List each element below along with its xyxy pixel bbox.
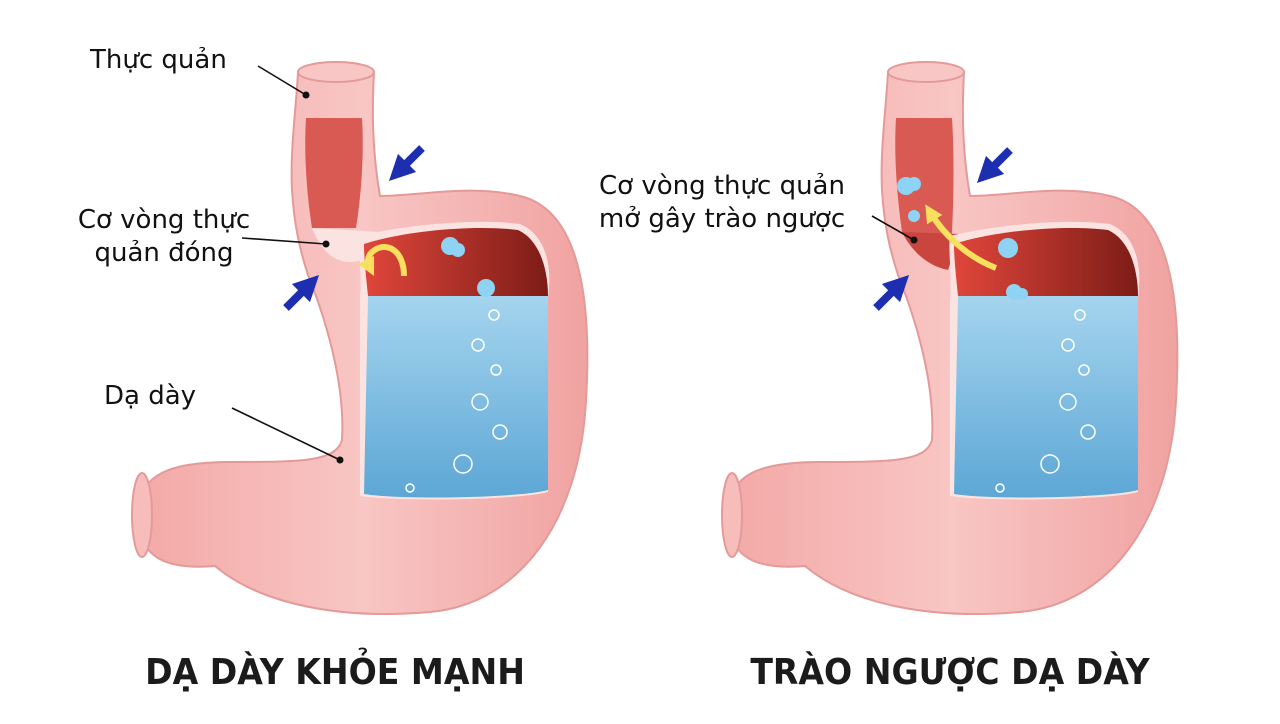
label-sphincter-closed-line1: Cơ vòng thực xyxy=(77,205,251,235)
label-sphincter-open: Cơ vòng thực quản mở gây trào ngược xyxy=(592,170,852,235)
leader-dot xyxy=(322,240,330,248)
pressure-arrow-top xyxy=(976,147,1013,184)
pressure-arrow-bottom xyxy=(873,274,910,311)
reflux-stomach xyxy=(721,61,1179,615)
label-sphincter-open-line2: mở gây trào ngược xyxy=(598,203,846,234)
healthy-stomach xyxy=(131,61,589,615)
healthy-esophagus-lumen xyxy=(305,118,363,228)
leader-sphincter-closed xyxy=(241,237,327,245)
bubble xyxy=(998,238,1018,258)
caption-reflux: TRÀO NGƯỢC DẠ DÀY xyxy=(750,652,1150,693)
leader-sphincter-open xyxy=(871,215,915,241)
bubble xyxy=(995,483,1005,493)
healthy-acid-layer xyxy=(364,227,548,296)
healthy-esophagus-opening xyxy=(297,61,375,83)
label-esophagus: Thực quản xyxy=(90,45,227,75)
bubble xyxy=(453,454,473,474)
reflux-liquid xyxy=(954,296,1138,498)
bubble xyxy=(1080,424,1096,440)
pressure-arrow-bottom xyxy=(283,274,320,311)
leader-dot xyxy=(302,91,310,99)
label-sphincter-closed-line2: quản đóng xyxy=(94,237,234,268)
healthy-duodenum-opening xyxy=(131,472,153,558)
bubble xyxy=(477,279,495,297)
leader-esophagus xyxy=(257,65,307,96)
bubble xyxy=(490,364,502,376)
bubble xyxy=(471,338,485,352)
bubble xyxy=(1061,338,1075,352)
bubble xyxy=(405,483,415,493)
healthy-liquid xyxy=(364,296,548,498)
bubble xyxy=(471,393,489,411)
label-sphincter-open-line1: Cơ vòng thực quản xyxy=(599,171,845,201)
caption-healthy: DẠ DÀY KHỎE MẠNH xyxy=(145,652,525,693)
reflux-esophagus-lumen xyxy=(895,118,954,268)
reflux-esophagus-opening xyxy=(887,61,965,83)
bubble xyxy=(1059,393,1077,411)
bubble xyxy=(908,210,920,222)
bubble xyxy=(1078,364,1090,376)
pressure-arrow-top xyxy=(388,145,425,182)
label-sphincter-closed: Cơ vòng thực quản đóng xyxy=(76,204,252,269)
healthy-flow-arrow xyxy=(357,244,407,277)
bubble xyxy=(1074,309,1086,321)
reflux-duodenum-opening xyxy=(721,472,743,558)
leader-dot xyxy=(910,236,918,244)
leader-stomach xyxy=(231,407,341,461)
label-stomach: Dạ dày xyxy=(104,381,197,411)
bubble xyxy=(488,309,500,321)
bubble xyxy=(1040,454,1060,474)
leader-dot xyxy=(336,456,344,464)
bubble xyxy=(492,424,508,440)
bubble xyxy=(907,177,921,191)
reflux-flow-arrow xyxy=(925,204,998,271)
bubble xyxy=(1016,288,1028,300)
bubble xyxy=(451,243,465,257)
